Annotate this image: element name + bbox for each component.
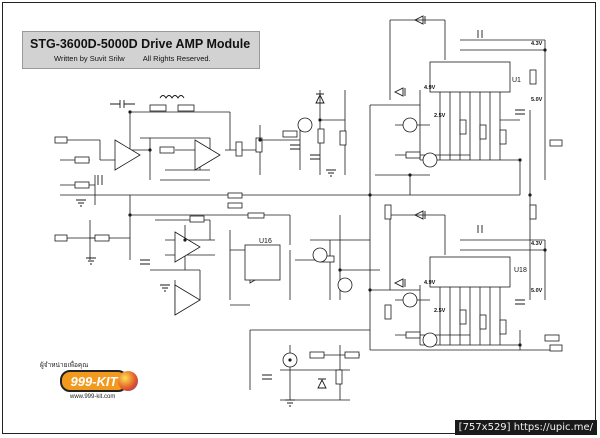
chip-u16 [244,244,281,281]
label-u16: U16 [259,238,272,245]
label-5-0v-top: 5.0V [531,97,543,103]
opamp-2 [194,139,221,171]
logo-badge: 999-KIT [60,370,128,392]
schematic-labels: U1 U18 U16 4.3V 5.0V 4.3V 5.0V 4.9V 2.5V… [259,41,543,314]
schematic-title: STG-3600D-5000D Drive AMP Module [30,37,251,51]
title-block: STG-3600D-5000D Drive AMP Module Written… [22,31,260,69]
label-2-5v-bottom: 2.5V [434,308,446,314]
logo-globe-icon [118,371,138,391]
chip-u18 [429,256,511,288]
logo-url: www.999-kit.com [70,394,116,400]
label-u1: U1 [512,77,521,84]
opamp-1 [114,139,141,171]
logo-tagline: ผู้จำหน่ายเพื่อคุณ [40,362,89,369]
rights-text: All Rights Reserved. [142,54,211,63]
image-host-footer[interactable]: [757x529] https://upic.me/ [454,420,597,435]
label-4-3v-top: 4.3V [531,41,543,47]
label-4-3v-bottom: 4.3V [531,241,543,247]
opamp-4 [174,284,201,316]
label-u18: U18 [514,267,527,274]
schematic-components [54,61,563,385]
author-text: Written by Suvit Srilw [54,54,125,63]
schematic-credits: Written by Suvit Srilw All Rights Reserve… [54,54,211,63]
opamp-3 [174,231,201,263]
label-2-5v-top: 2.5V [434,113,446,119]
label-5-0v-bottom: 5.0V [531,288,543,294]
label-4-9v-top: 4.9V [424,85,436,91]
brand-logo: ผู้จำหน่ายเพื่อคุณ 999-KIT www.999-kit.c… [40,360,144,408]
schematic-symbols [76,15,525,407]
label-4-9v-bottom: 4.9V [424,280,436,286]
schematic-junctions [128,48,547,362]
chip-u1 [429,61,511,93]
